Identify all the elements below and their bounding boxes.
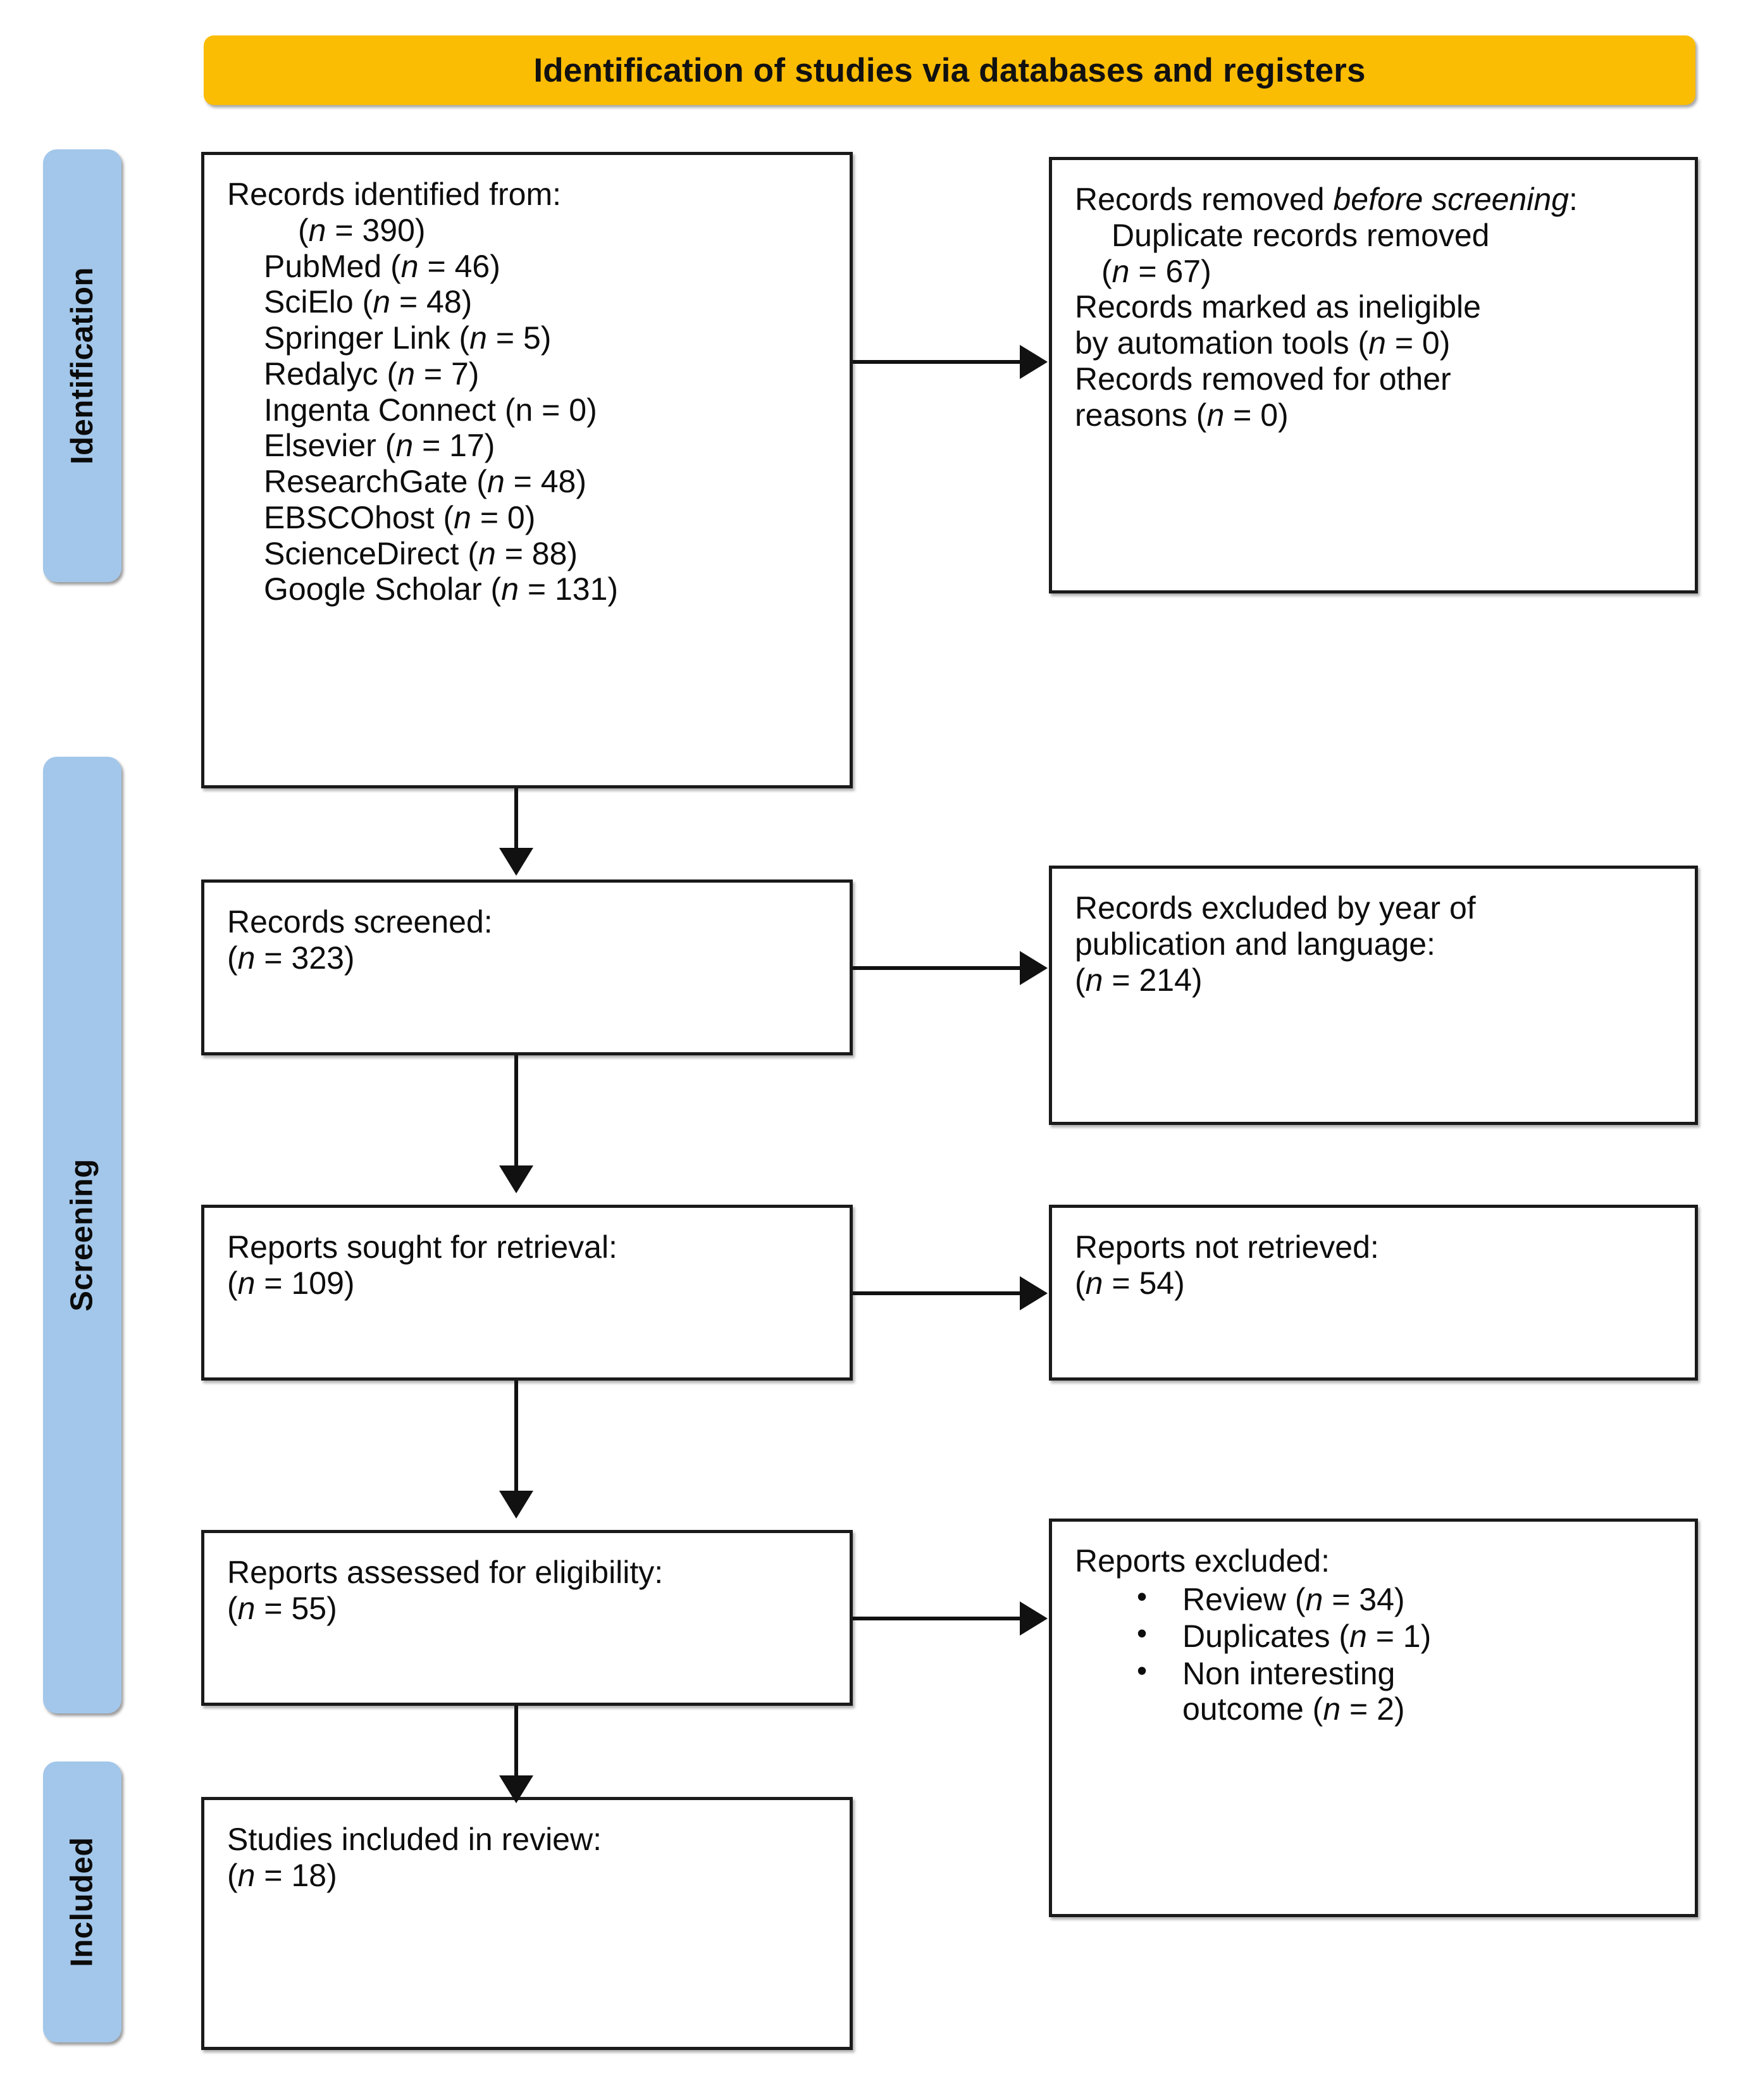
connector-screened-to-excluded [853,966,1022,970]
removed-duplicates-label: Duplicate records removed [1112,217,1490,253]
reports-excluded-reason-list: Review (n = 34) Duplicates (n = 1) Non i… [1075,1581,1676,1727]
reason-non-interesting-outcome-line1: Non interesting [1182,1655,1396,1691]
arrowhead-screened-to-excluded [1020,951,1048,985]
stage-rail-identification: Identification [43,149,121,582]
reports-excluded-heading: Reports excluded: [1075,1543,1330,1579]
reports-assessed-count: (n = 55) [227,1590,337,1626]
stage-label-included: Included [65,1837,99,1967]
source-researchgate: ResearchGate (n = 48) [264,464,586,499]
box-records-screened: Records screened: (n = 323) [201,879,853,1055]
removed-other-line1: Records removed for other [1075,361,1451,397]
arrowhead-sought-to-not-retrieved [1020,1276,1048,1310]
connector-assessed-to-reports-excluded [853,1617,1022,1620]
source-elsevier: Elsevier (n = 17) [264,428,495,464]
arrowhead-identified-to-removed [1020,345,1048,379]
arrowhead-identified-to-screened [499,848,533,876]
records-screened-count: (n = 323) [227,940,355,976]
source-sciencedirect: ScienceDirect (n = 88) [264,535,578,571]
diagram-title: Identification of studies via databases … [533,51,1366,89]
list-item: Duplicates (n = 1) [1137,1617,1676,1655]
reports-sought-count: (n = 109) [227,1265,355,1301]
source-ebscohost: EBSCOhost (n = 0) [264,499,536,535]
list-item: Review (n = 34) [1137,1581,1676,1618]
source-google-scholar: Google Scholar (n = 131) [264,571,619,607]
studies-included-heading: Studies included in review: [227,1822,602,1857]
arrowhead-assessed-to-reports-excluded [1020,1601,1048,1636]
records-removed-heading-emphasis: before screening [1333,182,1569,217]
box-records-excluded-year-language: Records excluded by year of publication … [1049,866,1698,1125]
records-removed-heading-lead: Records removed [1075,182,1334,217]
records-identified-total: (n = 390) [298,212,426,248]
arrowhead-sought-to-assessed [499,1491,533,1519]
removed-duplicates-count: (n = 67) [1101,253,1211,289]
box-reports-excluded: Reports excluded: Review (n = 34) Duplic… [1049,1519,1698,1917]
box-records-removed-before-screening: Records removed before screening: Duplic… [1049,157,1698,593]
connector-sought-to-not-retrieved [853,1291,1022,1295]
studies-included-count: (n = 18) [227,1857,337,1893]
records-removed-heading-colon: : [1568,182,1578,217]
reports-assessed-heading: Reports assessed for eligibility: [227,1555,664,1590]
stage-label-screening: Screening [65,1159,100,1312]
box-records-identified: Records identified from: (n = 390) PubMe… [201,152,853,788]
source-pubmed: PubMed (n = 46) [264,248,500,284]
arrowhead-assessed-to-included [499,1775,533,1803]
diagram-header-banner: Identification of studies via databases … [204,35,1695,105]
records-excluded-heading-line1: Records excluded by year of [1075,890,1476,926]
records-identified-heading: Records identified from: [227,177,562,212]
reports-sought-heading: Reports sought for retrieval: [227,1229,617,1265]
connector-assessed-to-included [514,1706,518,1779]
stage-label-identification: Identification [65,267,100,464]
arrowhead-screened-to-sought [499,1165,533,1193]
records-excluded-count: (n = 214) [1075,962,1203,998]
records-excluded-heading-line2: publication and language: [1075,926,1435,962]
reports-not-retrieved-count: (n = 54) [1075,1265,1185,1301]
box-studies-included-review: Studies included in review: (n = 18) [201,1797,853,2050]
source-redalyc: Redalyc (n = 7) [264,356,480,392]
box-reports-sought-retrieval: Reports sought for retrieval: (n = 109) [201,1205,853,1381]
connector-sought-to-assessed [514,1381,518,1494]
reason-non-interesting-outcome-line2: outcome (n = 2) [1182,1691,1405,1727]
removed-ineligible-line2: by automation tools (n = 0) [1075,325,1451,361]
stage-rail-included: Included [43,1761,121,2042]
connector-identified-to-removed [853,360,1022,364]
source-springer-link: Springer Link (n = 5) [264,320,552,356]
reason-review: Review (n = 34) [1182,1581,1405,1617]
removed-ineligible-line1: Records marked as ineligible [1075,289,1481,325]
reason-duplicates: Duplicates (n = 1) [1182,1618,1432,1655]
box-reports-assessed-eligibility: Reports assessed for eligibility: (n = 5… [201,1530,853,1706]
box-reports-not-retrieved: Reports not retrieved: (n = 54) [1049,1205,1698,1381]
records-removed-heading: Records removed before screening: [1075,182,1676,218]
records-screened-heading: Records screened: [227,904,493,940]
connector-identified-to-screened [514,788,518,852]
source-scielo: SciElo (n = 48) [264,284,473,320]
reports-not-retrieved-heading: Reports not retrieved: [1075,1229,1379,1265]
removed-other-line2: reasons (n = 0) [1075,397,1289,433]
source-ingenta-connect: Ingenta Connect (n = 0) [264,392,597,428]
stage-rail-screening: Screening [43,757,121,1713]
connector-screened-to-sought [514,1055,518,1169]
